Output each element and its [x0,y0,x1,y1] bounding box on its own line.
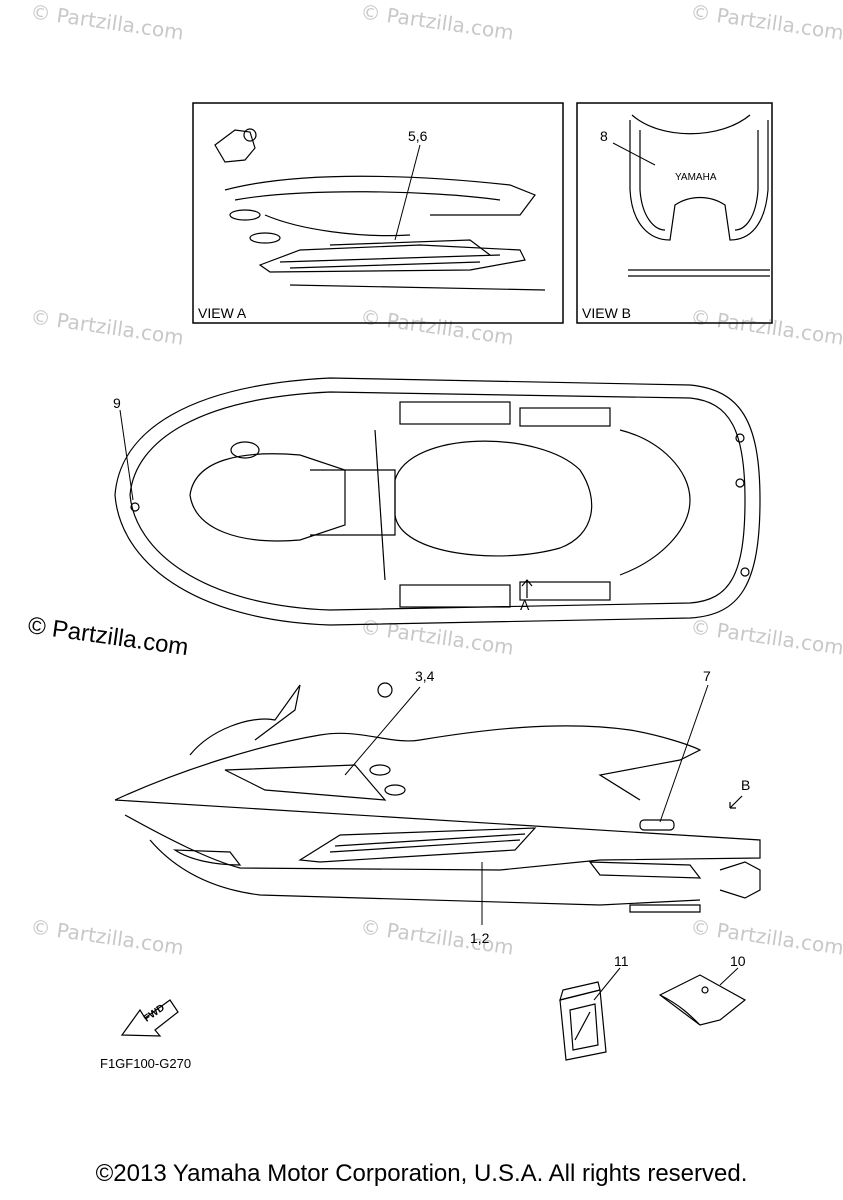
part-10-drawing [658,974,747,1026]
callout-b: B [741,777,751,793]
callout-11: 11 [614,953,629,969]
view-b-frame [576,102,773,324]
callout-9: 9 [113,395,121,411]
callout-10: 10 [730,953,746,969]
callout-a: A [520,597,530,613]
side-view-drawing [114,682,761,913]
view-a-label: VIEW A [198,305,247,321]
view-b-label: VIEW B [582,305,632,321]
view-b-drawing [628,114,770,277]
callout-7: 7 [703,668,711,684]
copyright-notice: ©2013 Yamaha Motor Corporation, U.S.A. A… [95,1160,748,1187]
part-11-drawing [559,981,607,1061]
top-view-drawing [114,377,761,626]
callout-5-6: 5,6 [408,128,428,144]
diagram-code: F1GF100-G270 [100,1056,192,1071]
leader-lines [119,142,743,1001]
callout-1-2: 1,2 [470,930,490,946]
callout-3-4: 3,4 [415,668,435,684]
fwd-arrow-icon [120,999,179,1037]
view-a-frame [192,102,564,324]
view-a-drawing [214,128,546,291]
callout-8: 8 [600,128,608,144]
yamaha-logo-text: YAMAHA [675,172,717,183]
